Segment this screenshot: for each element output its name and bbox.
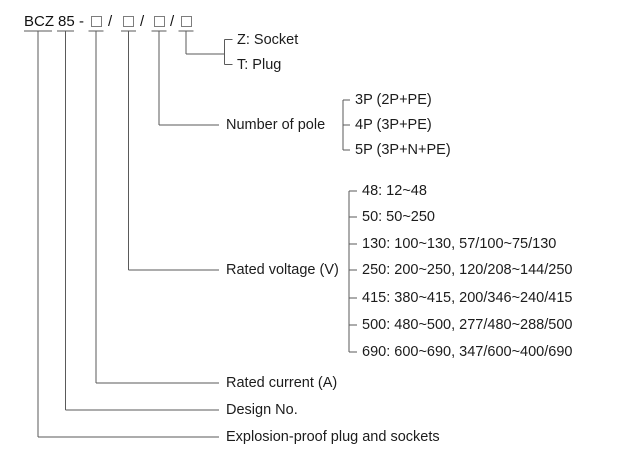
slash-3: / [170,13,175,30]
pole-option: 4P (3P+PE) [355,116,432,133]
slash-2: / [140,13,145,30]
placeholder-box-voltage [123,16,134,27]
rated-current-label: Rated current (A) [226,374,338,391]
placeholder-box-suffix [180,16,192,27]
number-of-pole-label: Number of pole [226,116,326,133]
design-no-label: Design No. [226,401,298,418]
suffix-socket-option: Z: Socket [237,31,299,48]
model-design-code: 85 [58,13,75,30]
suffix-plug-option: T: Plug [237,56,282,73]
rated-voltage-label: Rated voltage (V) [226,261,339,278]
pole-option: 3P (2P+PE) [355,91,432,108]
slash-1: / [108,13,113,30]
voltage-option: 500: 480~500, 277/480~288/500 [362,316,573,333]
product-label: Explosion-proof plug and sockets [226,428,440,445]
pole-option: 5P (3P+N+PE) [355,141,451,158]
voltage-option: 690: 600~690, 347/600~400/690 [362,343,573,360]
voltage-option: 50: 50~250 [362,208,435,225]
placeholder-box-current [90,16,102,27]
voltage-option: 415: 380~415, 200/346~240/415 [362,289,573,306]
model-series-code: BCZ [24,13,54,30]
placeholder-box-pole [153,16,165,27]
model-separator: - [79,13,84,30]
voltage-option: 48: 12~48 [362,182,427,199]
voltage-option: 130: 100~130, 57/100~75/130 [362,235,557,252]
voltage-option: 250: 200~250, 120/208~144/250 [362,261,573,278]
